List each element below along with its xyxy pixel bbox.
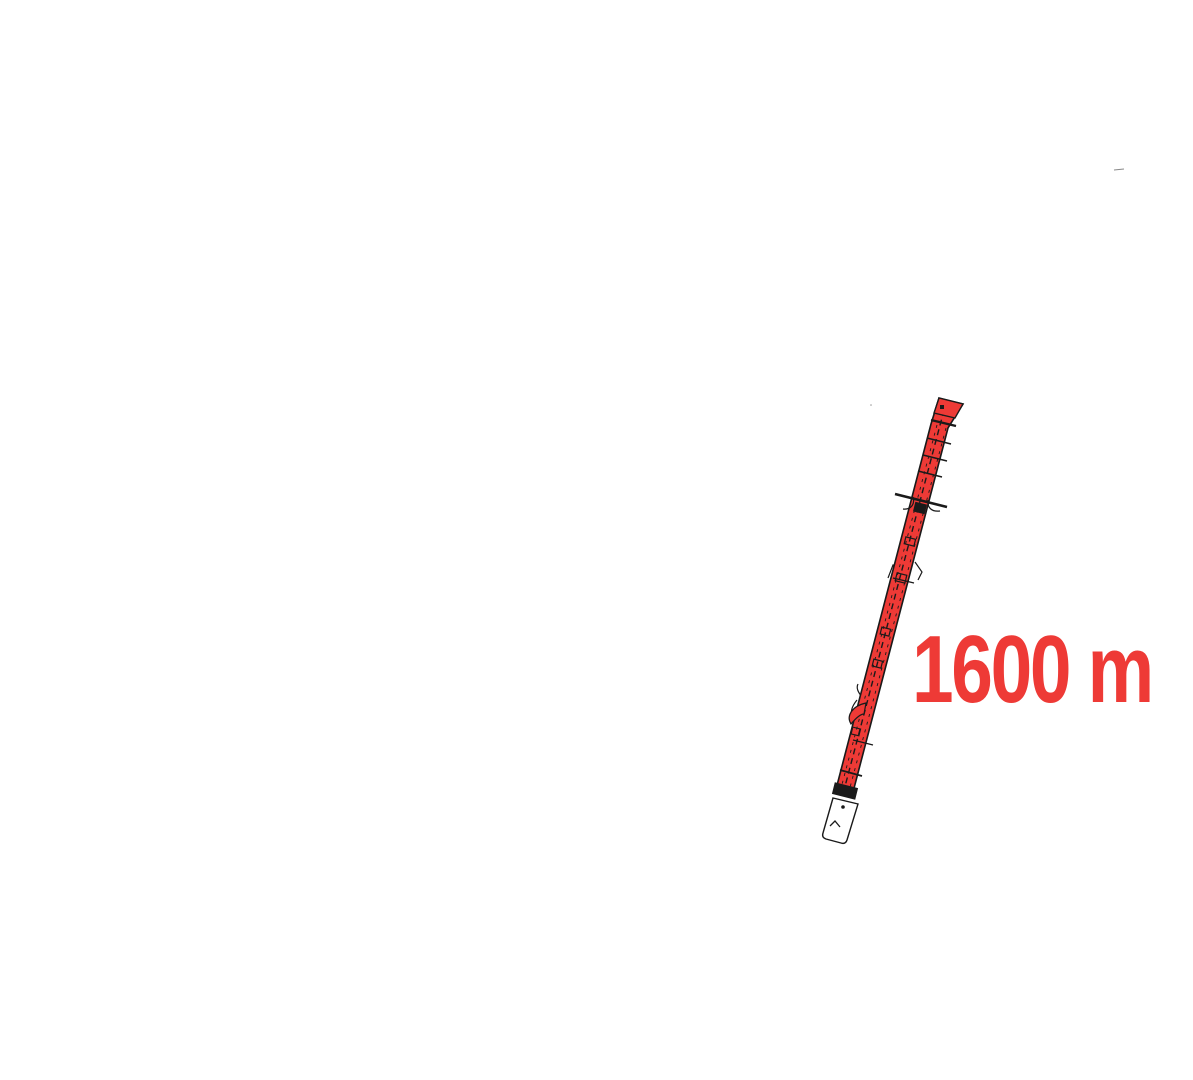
cross-street-4 [917,470,943,478]
cross-street-7 [839,769,863,777]
stray-dot [870,404,872,406]
finish-box [821,797,859,845]
route-length-label: 1600 m [912,616,1154,723]
finish-area [821,797,859,845]
start-marker [940,405,944,409]
finish-marker [841,805,845,809]
cross-street-2 [926,437,952,445]
route-start-cap [933,397,965,419]
crosswalk-4 [871,658,884,669]
main-cross-road [894,492,948,509]
route-strip [831,397,965,800]
junction-block [912,501,928,515]
finish-arrow-icon [829,820,841,828]
stray-mark [1113,168,1125,171]
junction-curve-right [927,499,941,512]
crosswalk-3 [879,626,892,637]
cross-street-5 [892,577,915,584]
route-bulge [848,702,867,726]
route-end-block [831,782,859,800]
crosswalk-1 [903,536,917,547]
junction-curve-left [902,496,915,510]
cross-street-3 [922,454,948,462]
crosswalk-2 [894,572,908,584]
crosswalk-5 [850,726,862,737]
cross-street-6 [852,739,874,746]
cross-street-1 [930,418,957,428]
route-fill [834,397,965,797]
